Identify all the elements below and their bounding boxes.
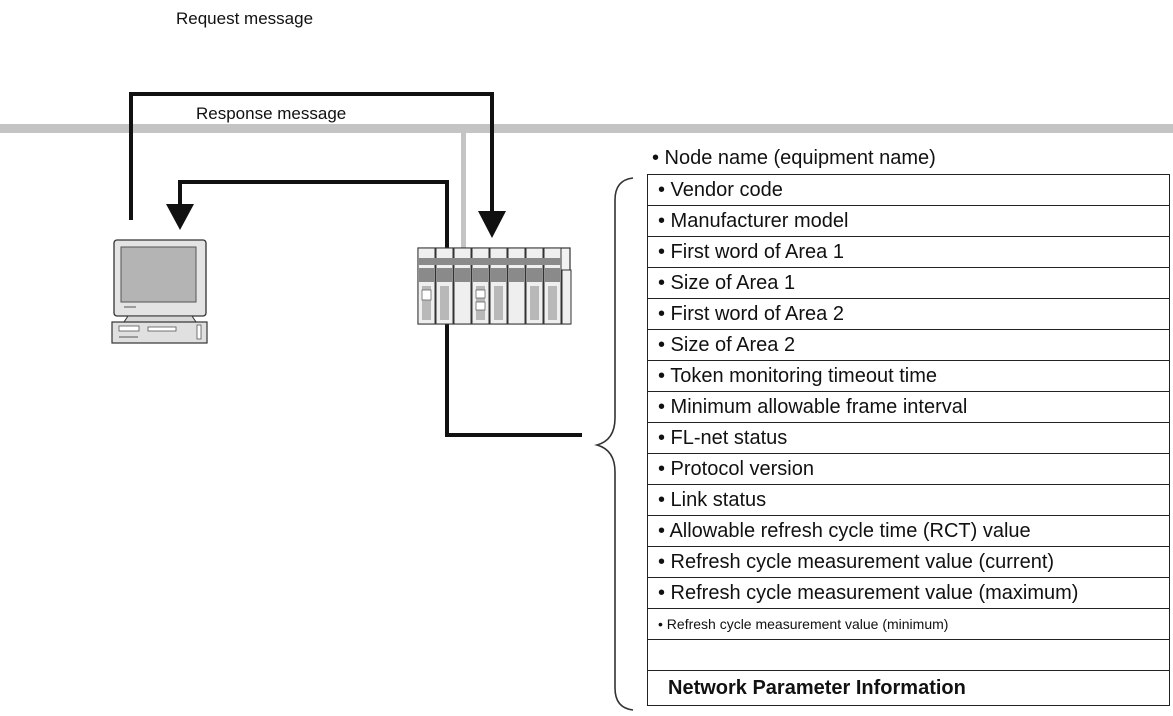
parameter-item: • Token monitoring timeout time xyxy=(647,360,1170,392)
parameter-item: • Manufacturer model xyxy=(647,205,1170,237)
table-row: • Manufacturer model xyxy=(647,205,1170,237)
parameter-item: • Refresh cycle measurement value (maxim… xyxy=(647,577,1170,609)
table-row: • Refresh cycle measurement value (maxim… xyxy=(647,577,1170,609)
parameter-item: • Vendor code xyxy=(647,174,1170,206)
plc-rack-icon xyxy=(417,247,572,325)
parameter-item: • First word of Area 1 xyxy=(647,236,1170,268)
parameter-item: • Size of Area 1 xyxy=(647,267,1170,299)
table-row: • Minimum allowable frame interval xyxy=(647,391,1170,423)
table-row: • First word of Area 2 xyxy=(647,298,1170,330)
curly-brace xyxy=(594,177,634,711)
parameter-item: • FL-net status xyxy=(647,422,1170,454)
table-row: • Token monitoring timeout time xyxy=(647,360,1170,392)
parameter-item: • Link status xyxy=(647,484,1170,516)
parameter-item: • Refresh cycle measurement value (minim… xyxy=(647,608,1170,640)
table-row: • Vendor code xyxy=(647,174,1170,206)
network-parameter-information-title: Network Parameter Information xyxy=(647,670,1170,706)
parameter-item: • First word of Area 2 xyxy=(647,298,1170,330)
table-row: • Link status xyxy=(647,484,1170,516)
parameter-item: • Size of Area 2 xyxy=(647,329,1170,361)
table-row: • Refresh cycle measurement value (minim… xyxy=(647,608,1170,640)
request-arrowhead xyxy=(478,211,506,238)
plc-drop-line xyxy=(461,133,466,250)
parameter-item: • Refresh cycle measurement value (curre… xyxy=(647,546,1170,578)
parameter-item: • Allowable refresh cycle time (RCT) val… xyxy=(647,515,1170,547)
desktop-computer-icon xyxy=(111,239,208,344)
request-message-label: Request message xyxy=(176,9,314,28)
table-row: • Size of Area 1 xyxy=(647,267,1170,299)
response-arrowhead xyxy=(166,204,194,230)
table-row: • Size of Area 2 xyxy=(647,329,1170,361)
response-message-label: Response message xyxy=(196,104,347,123)
parameter-item xyxy=(647,639,1170,671)
table-row: • FL-net status xyxy=(647,422,1170,454)
table-row xyxy=(647,639,1170,671)
node-name-item: • Node name (equipment name) xyxy=(652,147,936,169)
parameter-item: • Minimum allowable frame interval xyxy=(647,391,1170,423)
table-row: • Refresh cycle measurement value (curre… xyxy=(647,546,1170,578)
table-row: Network Parameter Information xyxy=(647,670,1170,706)
network-bus xyxy=(0,124,1173,133)
table-row: • Allowable refresh cycle time (RCT) val… xyxy=(647,515,1170,547)
table-row: • Protocol version xyxy=(647,453,1170,485)
plc-to-parameters-line xyxy=(445,322,582,437)
request-arrow-line xyxy=(129,92,494,220)
network-parameter-table: • Vendor code • Manufacturer model • Fir… xyxy=(647,174,1170,706)
table-row: • First word of Area 1 xyxy=(647,236,1170,268)
response-arrow-line xyxy=(178,180,449,250)
parameter-item: • Protocol version xyxy=(647,453,1170,485)
